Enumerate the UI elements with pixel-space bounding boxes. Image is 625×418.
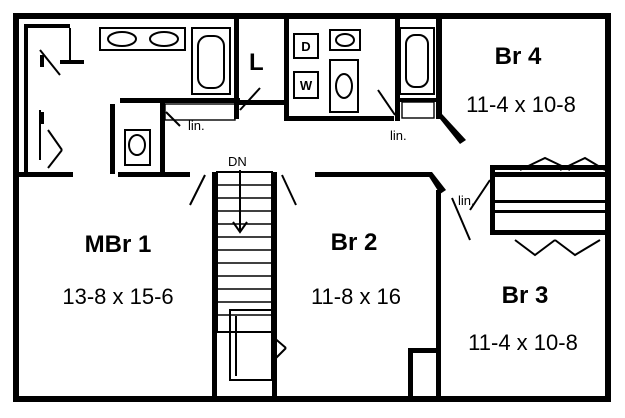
annotation-labels: lin. lin. lin. DN L D W <box>188 39 475 208</box>
br3-name: Br 3 <box>502 282 549 309</box>
interior-walls <box>13 19 611 402</box>
br2-name: Br 2 <box>331 229 378 256</box>
br2-dims: 11-8 x 16 <box>311 284 401 309</box>
exterior-walls <box>13 13 611 402</box>
staircase <box>189 170 297 381</box>
br3-dims: 11-4 x 10-8 <box>468 330 578 355</box>
mbr1-dims: 13-8 x 15-6 <box>62 284 173 309</box>
door-swings <box>451 156 606 257</box>
mbr1-name: MBr 1 <box>85 231 152 258</box>
br4-name: Br 4 <box>495 43 542 70</box>
dryer-label: D <box>301 39 310 54</box>
br4-dims: 11-4 x 10-8 <box>466 92 576 117</box>
linen-label-master-bath: lin. <box>188 118 205 133</box>
stair-direction-label: DN <box>228 154 247 169</box>
washer-label: W <box>300 78 313 93</box>
laundry-fixtures <box>293 29 361 113</box>
hall-bath-fixtures <box>377 27 435 119</box>
master-bath-fixtures <box>39 27 261 169</box>
linen-label-hall-bath: lin. <box>390 128 407 143</box>
linen-label-br3: lin. <box>458 193 475 208</box>
room-labels: MBr 1 13-8 x 15-6 Br 2 11-8 x 16 Br 3 11… <box>62 43 577 355</box>
laundry-marker: L <box>249 49 264 76</box>
